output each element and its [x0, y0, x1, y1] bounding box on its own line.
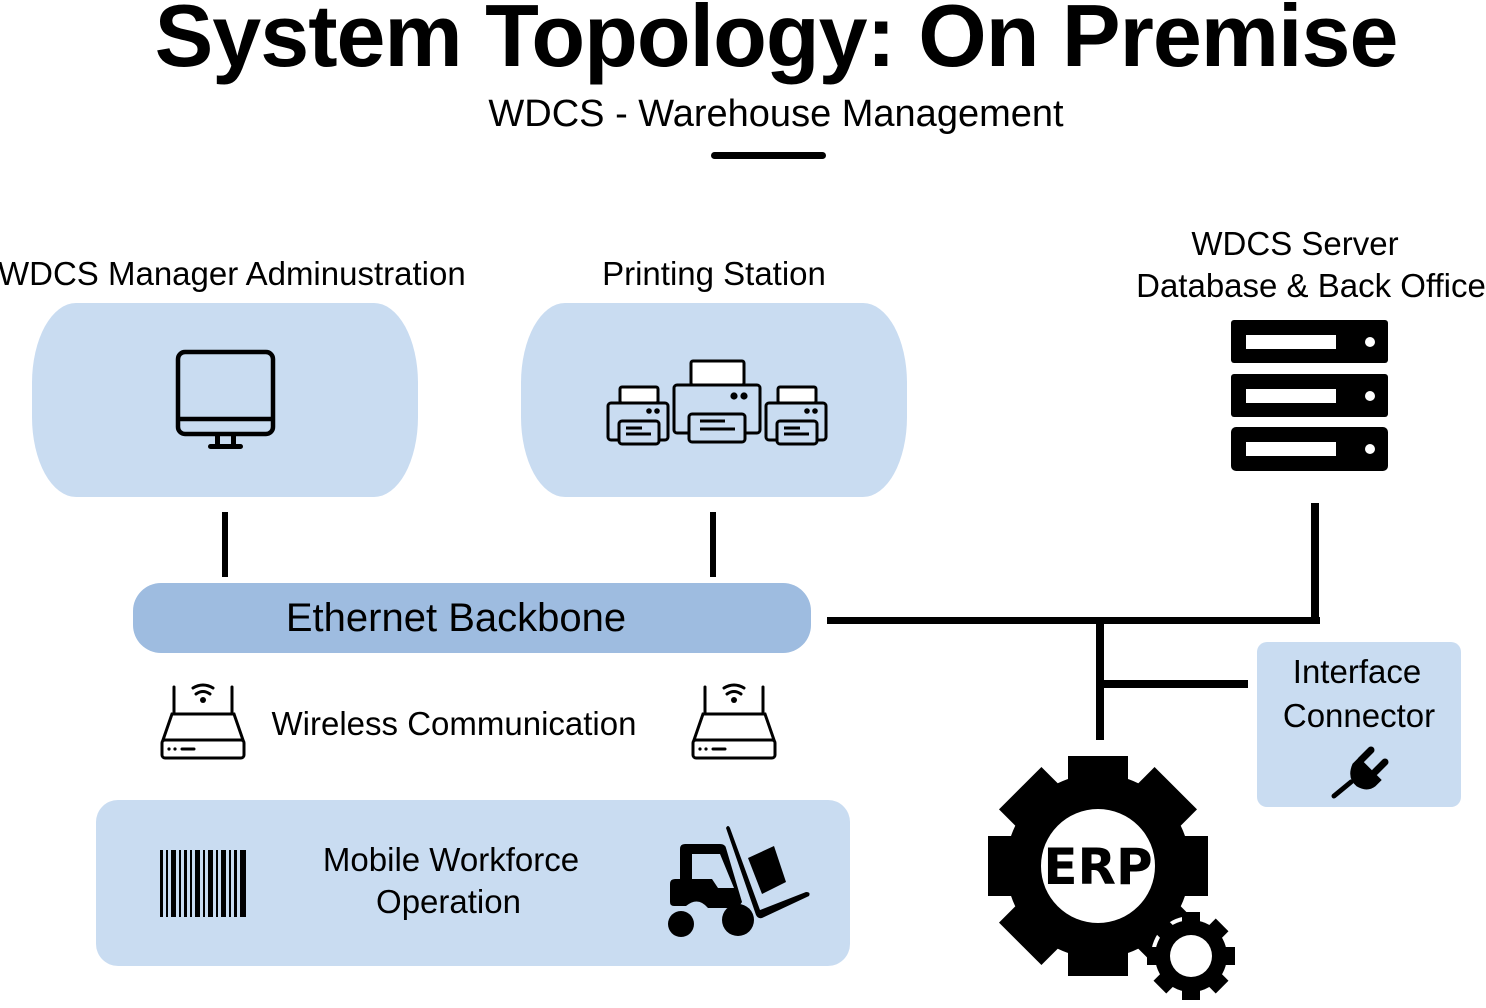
printing-to-backbone-link — [710, 512, 716, 577]
admin-node — [32, 303, 418, 497]
title-divider — [711, 152, 826, 159]
admin-to-backbone-link — [222, 512, 228, 577]
interface-connector-node: Interface Connector — [1257, 642, 1461, 807]
monitor-icon — [175, 349, 276, 449]
printing-node-label: Printing Station — [602, 255, 826, 292]
interface-label-line1: Interface — [1292, 653, 1422, 690]
diagram-subtitle: WDCS - Warehouse Management — [488, 93, 1064, 135]
diagram-title: System Topology: On Premise — [154, 0, 1399, 85]
admin-node-label: WDCS Manager Adminustration — [0, 255, 466, 292]
backbone-to-server-link — [827, 617, 1320, 624]
forklift-icon — [668, 826, 810, 937]
printers-icon — [606, 359, 828, 446]
server-rack-icon — [1231, 320, 1388, 471]
plug-icon — [1331, 746, 1389, 799]
mobile-label-line1: Mobile Workforce — [322, 841, 580, 878]
mobile-workforce-node: Mobile Workforce Operation — [96, 800, 850, 966]
ethernet-backbone: Ethernet Backbone — [133, 583, 811, 653]
printing-node — [521, 303, 907, 497]
backbone-label: Ethernet Backbone — [285, 596, 627, 640]
barcode-icon — [160, 850, 246, 917]
wireless-label: Wireless Communication — [271, 705, 637, 742]
wifi-router-icon — [160, 683, 246, 760]
interface-label-line2: Connector — [1282, 697, 1436, 734]
server-label-line1: WDCS Server — [1191, 225, 1399, 262]
erp-label: ERP — [1043, 838, 1152, 896]
server-drop-link — [1311, 503, 1319, 624]
erp-to-interface-link — [1100, 680, 1248, 688]
wifi-router-icon — [691, 683, 777, 760]
mobile-label-line2: Operation — [376, 883, 521, 920]
gears-icon: ERP — [988, 756, 1235, 1000]
server-label-line2: Database & Back Office — [1136, 267, 1486, 304]
